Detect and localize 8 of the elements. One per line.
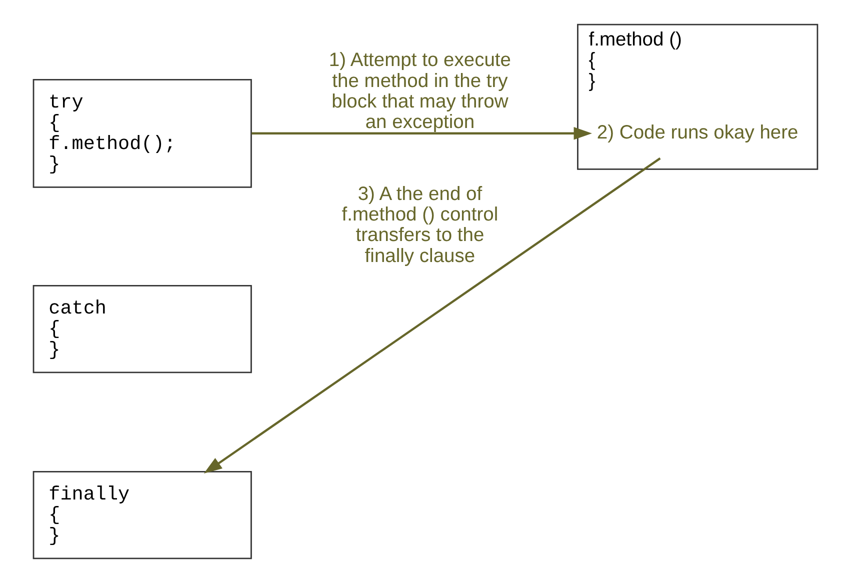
arrow — [251, 127, 592, 140]
node-box: catch { } — [32, 284, 252, 374]
edge-label: 3) A the end of f.method () control transfers to the finally clause — [341, 184, 498, 267]
edge-label: 1) Attempt to execute the method in the try block that may throw an exception — [328, 50, 511, 134]
arrow — [203, 157, 660, 474]
node-text: 2) Code runs okay here — [596, 122, 798, 144]
node-box: finally { } — [32, 470, 252, 560]
node-box: try { f.method(); } — [32, 79, 252, 188]
